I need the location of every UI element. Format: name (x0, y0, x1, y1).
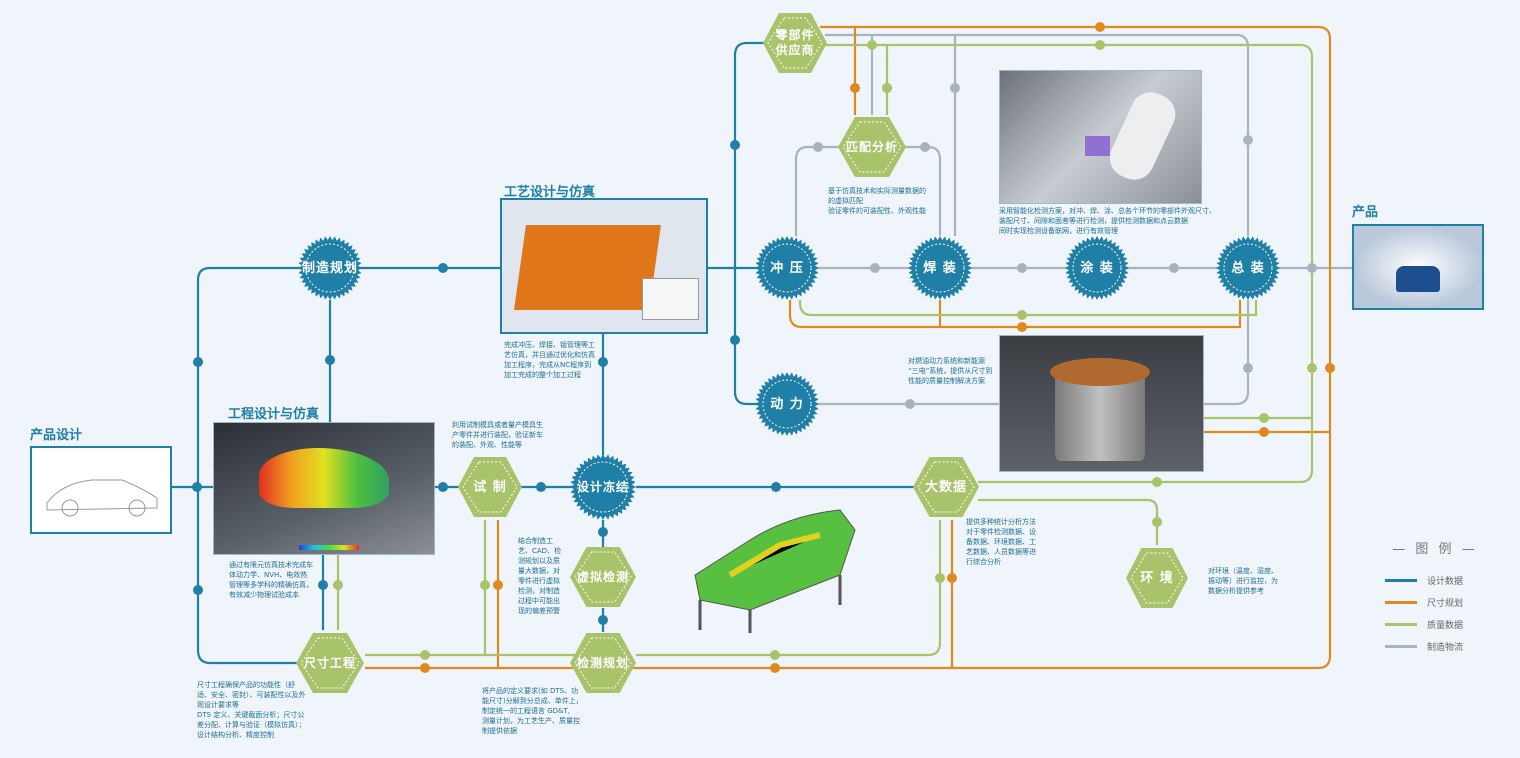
node-environment[interactable]: 环 境 (1126, 548, 1188, 608)
flow-arrow-markers (192, 22, 1335, 673)
legend-title: — 图 例 — (1392, 542, 1478, 557)
hexagon-shape (570, 547, 636, 607)
hexagon-shape (763, 13, 827, 73)
node-inspection-planning[interactable]: 检测规划 (570, 633, 636, 693)
welding-inspection-description: 采用智能化检测方案，对冲、焊、涂、总各个环节的零部件外观尺寸、 装配尺寸、间隙和… (999, 207, 1216, 235)
process-simulation-image (500, 198, 708, 334)
legend-item-logistics: 制造物流 (1385, 635, 1485, 657)
virtual-inspection-description: 结合制造工 艺、CAD、检 测规划以及质 量大数据，对 零件进行虚拟 检测，对制… (518, 537, 562, 615)
legend-item-dimension: 尺寸规划 (1385, 591, 1485, 613)
dimension-lines (365, 25, 1332, 670)
starburst-shape (570, 454, 636, 520)
environment-description: 对环境（温度、湿度、 振动等）进行监控，为 数据分析提供参考 (1208, 567, 1278, 595)
trial-description: 利用试制模具或者量产模具生 产零件并进行装配，验证新车 的装配、外观、性能等 (452, 421, 543, 449)
hexagon-shape (570, 633, 636, 693)
node-design-freeze[interactable]: 设计冻结 (570, 454, 636, 520)
node-parts-supplier[interactable]: 零部件 供应商 (763, 13, 827, 73)
process-description: 完成冲压、焊接、钣管理等工 艺仿真，并且通过优化和仿真 加工程序，完成从NC程序… (504, 341, 595, 379)
big-data-description: 提供多种统计分析方法 对于零件检测数据、设 备数据、环境数据、工 艺数据、人员数… (966, 518, 1036, 566)
node-assembly[interactable]: 总 装 (1216, 236, 1280, 300)
node-stamping[interactable]: 冲 压 (755, 236, 819, 300)
starburst-shape (1065, 236, 1129, 300)
legend-item-quality: 质量数据 (1385, 613, 1485, 635)
powertrain-description: 对燃油动力系统和新能源 “三电”系统，提供从尺寸到 性能的质量控制解决方案 (908, 357, 993, 385)
hexagon-shape (296, 633, 364, 693)
robot-inspection-photo (999, 70, 1202, 204)
node-powertrain[interactable]: 动 力 (755, 372, 819, 436)
node-welding[interactable]: 焊 装 (908, 236, 972, 300)
car-sketch-image (30, 446, 172, 534)
node-manufacturing-planning[interactable]: 制造规划 (298, 236, 362, 300)
hexagon-shape (458, 457, 522, 517)
starburst-shape (1216, 236, 1280, 300)
starburst-shape (298, 236, 362, 300)
node-matching-analysis[interactable]: 匹配分析 (838, 117, 906, 177)
starburst-shape (908, 236, 972, 300)
node-trial-production[interactable]: 试 制 (458, 457, 522, 517)
engineering-description: 通过有限元仿真技术完成车 体动力学、NVH、电效热 管理等多学科的精确仿真， 有… (229, 561, 313, 599)
hexagon-shape (913, 457, 979, 517)
starburst-shape (755, 372, 819, 436)
matching-description: 基于仿真技术和实际测量数据的 的虚拟匹配 验证零件的可装配性、外观性能 (828, 187, 926, 215)
product-car-photo (1352, 224, 1484, 310)
product-title: 产品 (1352, 205, 1379, 220)
car-body-deviation-image (690, 505, 860, 635)
hexagon-shape (1126, 548, 1188, 608)
node-dimension-engineering[interactable]: 尺寸工程 (296, 633, 364, 693)
engineering-title: 工程设计与仿真 (228, 407, 320, 422)
node-virtual-inspection[interactable]: 虚拟检测 (570, 547, 636, 607)
motor-stator-photo (999, 335, 1204, 472)
product-design-title: 产品设计 (30, 428, 83, 443)
legend-item-design: 设计数据 (1385, 569, 1485, 591)
node-painting[interactable]: 涂 装 (1065, 236, 1129, 300)
dimension-description: 尺寸工程确保产品的功能性（舒 适、安全、密封）、可装配性以及外 观设计要求等 D… (197, 681, 306, 739)
inspection-planning-description: 将产品的定义要求(如 DTS、功 能尺寸)分解到分总成、单件上， 制定统一的工程… (482, 687, 583, 735)
aero-simulation-image (213, 422, 435, 555)
legend: — 图 例 — 设计数据 尺寸规划 质量数据 制造物流 (1385, 538, 1485, 657)
hexagon-shape (838, 117, 906, 177)
starburst-shape (755, 236, 819, 300)
process-title: 工艺设计与仿真 (504, 185, 596, 200)
node-big-data[interactable]: 大数据 (913, 457, 979, 517)
